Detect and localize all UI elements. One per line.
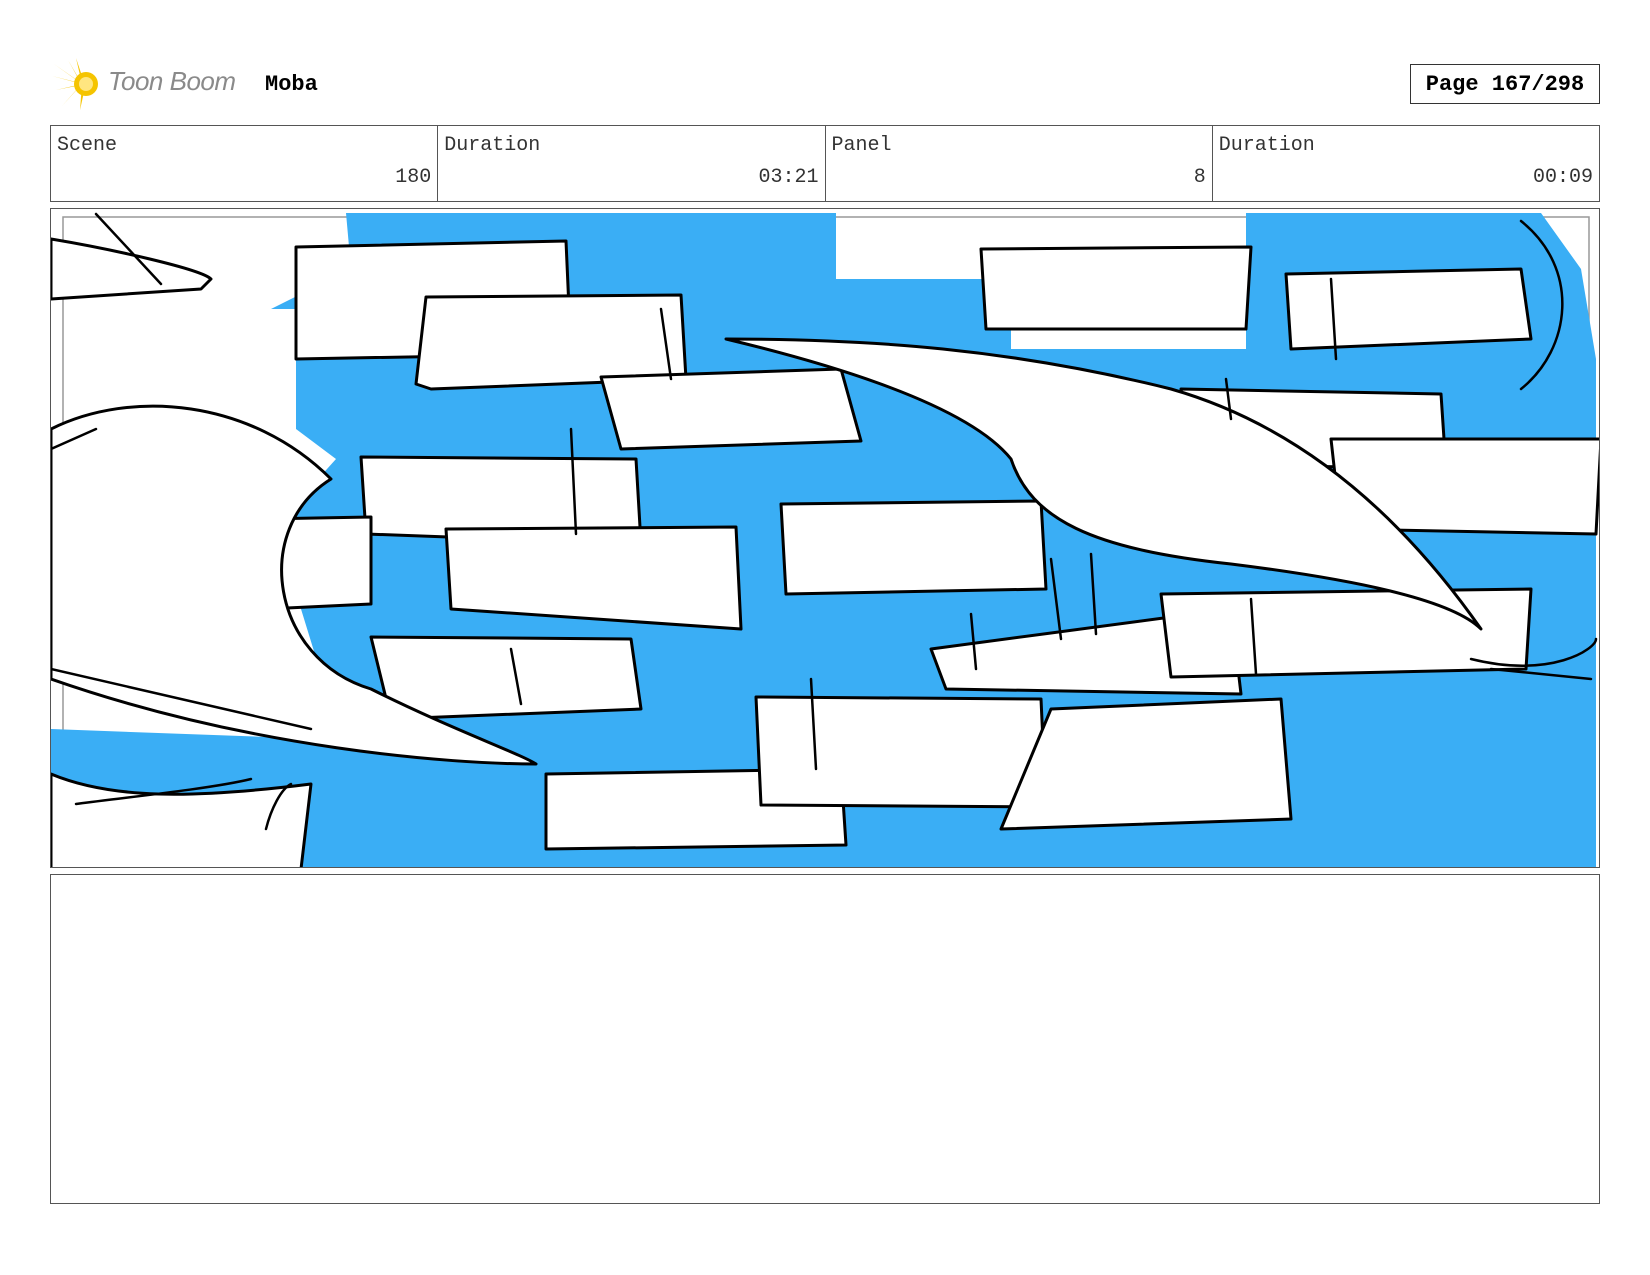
notes-box [50,874,1600,1204]
panel-duration-value: 00:09 [1532,166,1593,189]
scene-cell: Scene 180 [51,126,439,201]
scene-duration-cell: Duration 03:21 [438,126,826,201]
scene-label: Scene [57,134,118,157]
panel-cell: Panel 8 [826,126,1213,201]
starburst-icon [52,58,98,110]
storyboard-panel [50,208,1600,868]
scene-duration-value: 03:21 [758,166,819,189]
panel-duration-label: Duration [1218,134,1315,157]
project-title: Moba [265,72,318,97]
panel-duration-cell: Duration 00:09 [1213,126,1599,201]
scene-duration-label: Duration [444,134,541,157]
scene-value: 180 [395,166,432,189]
panel-value: 8 [1193,166,1206,189]
panel-sketch [51,212,1599,867]
info-bar: Scene 180 Duration 03:21 Panel 8 Duratio… [50,125,1600,202]
toon-boom-logo: Toon Boom [52,56,242,112]
page-number: Page 167/298 [1410,64,1600,104]
panel-label: Panel [831,134,892,157]
logo-wordmark: Toon Boom [108,66,236,96]
